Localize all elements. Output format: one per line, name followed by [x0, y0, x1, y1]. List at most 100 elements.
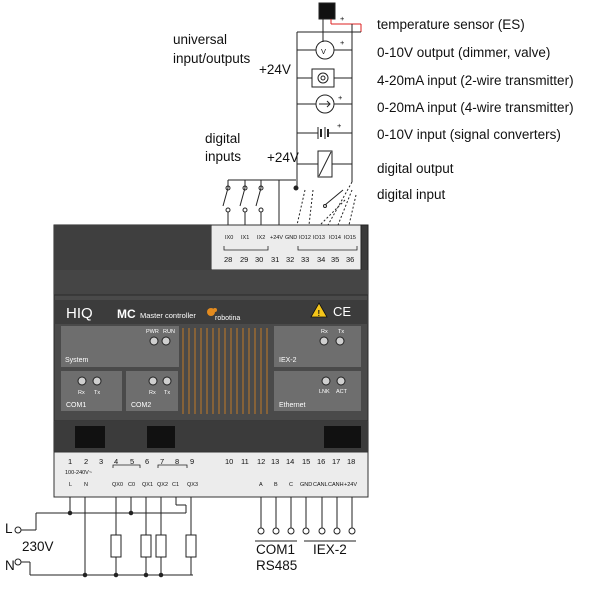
svg-text:8: 8: [175, 457, 179, 466]
label-4-20ma-input: 4-20mA input (2-wire transmitter): [377, 73, 574, 88]
svg-text:GND: GND: [300, 482, 312, 488]
svg-text:IX1: IX1: [241, 235, 249, 241]
label-plus24v-digital: +24V: [267, 150, 299, 165]
svg-text:IX0: IX0: [225, 235, 233, 241]
svg-text:IO13: IO13: [313, 235, 325, 241]
svg-text:IEX-2: IEX-2: [279, 357, 297, 364]
controller-device: HIQ MC Master controller robotina ! CE S…: [53, 224, 369, 498]
label-com1: COM1: [256, 542, 295, 557]
label-digital: digital: [205, 131, 240, 146]
left-labels: universal input/outputs +24V digital inp…: [173, 32, 299, 165]
svg-text:IO12: IO12: [299, 235, 311, 241]
svg-text:1: 1: [68, 457, 72, 466]
com1-rx-led: [77, 376, 87, 386]
svg-text:C0: C0: [128, 482, 135, 488]
right-labels: temperature sensor (ES) 0-10V output (di…: [377, 17, 574, 202]
svg-text:18: 18: [347, 457, 355, 466]
pwr-led: [149, 336, 159, 346]
switch-icon: [324, 189, 344, 206]
svg-text:30: 30: [255, 255, 263, 264]
label-digital-output: digital output: [377, 161, 454, 176]
svg-text:System: System: [65, 357, 89, 364]
svg-text:robotina: robotina: [215, 315, 240, 322]
svg-text:COM2: COM2: [131, 402, 151, 409]
svg-text:13: 13: [271, 457, 279, 466]
com2-tx-led: [162, 376, 172, 386]
svg-text:2: 2: [84, 457, 88, 466]
label-0-10v-output: 0-10V output (dimmer, valve): [377, 45, 550, 60]
svg-text:QX0: QX0: [112, 482, 123, 488]
svg-text:10: 10: [225, 457, 233, 466]
ethernet-panel: [274, 371, 361, 411]
temperature-sensor-icon: [318, 2, 336, 20]
svg-text:IX2: IX2: [257, 235, 265, 241]
svg-text:CANH: CANH: [328, 482, 344, 488]
svg-text:15: 15: [302, 457, 310, 466]
label-plus24v-universal: +24V: [259, 62, 291, 77]
svg-text:4: 4: [114, 457, 118, 466]
svg-text:!: !: [318, 309, 321, 318]
label-digital-input: digital input: [377, 187, 446, 202]
ce-mark: CE: [333, 304, 351, 319]
bottom-wiring: [14, 497, 356, 578]
svg-text:IO14: IO14: [329, 235, 341, 241]
label-L: L: [5, 521, 13, 536]
svg-text:Tx: Tx: [338, 329, 344, 335]
svg-text:+: +: [338, 93, 343, 102]
bottom-terminals: 1 2 3 4 5 6 7 8 9 10 11 12 13 14 15 16 1…: [65, 457, 357, 488]
svg-text:ACT: ACT: [336, 389, 348, 395]
label-iex2: IEX-2: [313, 542, 347, 557]
svg-text:CANL: CANL: [313, 482, 328, 488]
run-led: [161, 336, 171, 346]
svg-text:Rx: Rx: [78, 390, 85, 396]
top-terminal-block: [210, 224, 362, 271]
load-resistor-qx1: [140, 534, 152, 558]
label-input-outputs: input/outputs: [173, 51, 251, 66]
svg-text:Tx: Tx: [164, 390, 170, 396]
com1-panel: [61, 371, 122, 411]
svg-text:16: 16: [317, 457, 325, 466]
load-resistor-qx3: [185, 534, 197, 558]
iex2-rx-led: [319, 336, 329, 346]
svg-text:33: 33: [301, 255, 309, 264]
svg-text:LNK: LNK: [319, 389, 330, 395]
svg-text:6: 6: [145, 457, 149, 466]
svg-text:IO15: IO15: [344, 235, 356, 241]
model-subtitle: Master controller: [140, 311, 196, 320]
svg-text:36: 36: [346, 255, 354, 264]
act-led: [336, 376, 346, 386]
svg-text:+: +: [337, 121, 342, 130]
svg-text:31: 31: [271, 255, 279, 264]
svg-text:+24V: +24V: [344, 482, 357, 488]
svg-text:Rx: Rx: [149, 390, 156, 396]
iex2-panel: [274, 326, 361, 367]
label-230v: 230V: [22, 539, 54, 554]
svg-text:14: 14: [286, 457, 294, 466]
svg-text:Ethernet: Ethernet: [279, 402, 306, 409]
system-panel: [61, 326, 179, 367]
svg-text:C1: C1: [172, 482, 179, 488]
load-resistor-qx2: [155, 534, 167, 558]
label-N: N: [5, 558, 15, 573]
svg-text:12: 12: [257, 457, 265, 466]
top-terminals: IX0 IX1 IX2 +24V GND IO12 IO13 IO14 IO15…: [223, 235, 358, 264]
svg-text:COM1: COM1: [66, 402, 86, 409]
brand-logo: HIQ: [66, 305, 93, 322]
svg-text:PWR: PWR: [146, 329, 159, 335]
svg-text:RUN: RUN: [163, 329, 175, 335]
vent-grille: [182, 328, 268, 414]
robotina-logo: robotina: [207, 308, 240, 322]
svg-text:29: 29: [240, 255, 248, 264]
model-name: MC: [117, 307, 136, 321]
svg-text:V: V: [321, 47, 326, 56]
svg-text:B: B: [274, 482, 278, 488]
load-resistor-qx0: [110, 534, 122, 558]
com2-rx-led: [148, 376, 158, 386]
svg-text:L: L: [69, 482, 72, 488]
iex2-tx-led: [335, 336, 345, 346]
svg-text:Rx: Rx: [321, 329, 328, 335]
svg-text:+24V: +24V: [270, 235, 283, 241]
svg-text:C: C: [289, 482, 293, 488]
svg-text:5: 5: [130, 457, 134, 466]
